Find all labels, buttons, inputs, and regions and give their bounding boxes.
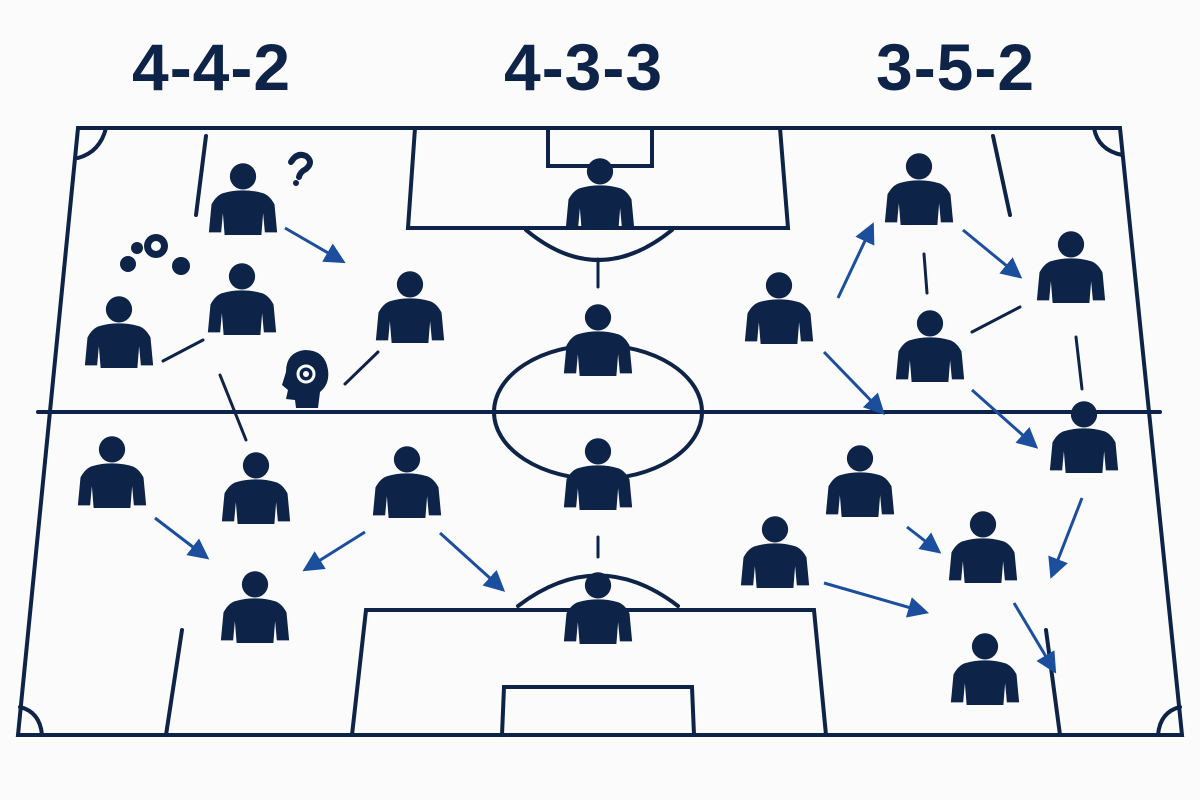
connector-line	[922, 252, 929, 295]
arrow	[962, 228, 1023, 279]
corner-arc-bottom-right	[1156, 705, 1182, 737]
corner-arc-top-left	[76, 126, 108, 160]
player-icon	[740, 516, 810, 588]
arrow	[154, 516, 210, 560]
pitch-boundary	[15, 126, 1185, 737]
player-icon	[77, 436, 147, 508]
arrow	[302, 530, 366, 572]
thinking-dots-icon	[120, 234, 190, 275]
player-icon	[1036, 231, 1106, 303]
player-icon	[884, 153, 954, 225]
player-icon	[221, 452, 291, 524]
connector-line	[218, 373, 248, 442]
bottom-goal-box	[500, 685, 696, 737]
player-icon	[825, 445, 895, 517]
player-icon	[950, 633, 1020, 705]
player-icon	[948, 511, 1018, 583]
formation-label-442: 4-4-2	[132, 30, 292, 104]
player-icon	[563, 572, 633, 644]
channel-line-bottom-left	[164, 628, 184, 737]
player-icon	[208, 163, 278, 235]
player-icon	[895, 310, 965, 382]
players-group	[77, 153, 1119, 705]
formation-label-433: 4-3-3	[504, 30, 664, 104]
channel-line-top-left	[194, 134, 208, 217]
player-icon	[744, 272, 814, 344]
arrow	[971, 388, 1039, 449]
formation-label-352: 3-5-2	[876, 30, 1036, 104]
arrow	[1048, 497, 1084, 579]
connector-line	[1074, 335, 1084, 391]
connector-line	[343, 350, 380, 386]
top-penalty-arc	[524, 228, 674, 262]
player-icon	[84, 296, 154, 368]
player-icon	[220, 571, 290, 643]
corner-arc-bottom-left	[18, 705, 44, 737]
player-icon	[563, 304, 633, 376]
question-icon	[288, 151, 313, 186]
arrow	[1012, 602, 1057, 674]
strategy-head-icon	[282, 350, 329, 408]
connector-line	[970, 305, 1022, 334]
channel-line-top-right	[991, 134, 1012, 217]
player-icon	[375, 271, 445, 343]
arrow	[284, 226, 346, 264]
connector-line	[161, 338, 205, 363]
arrow	[438, 531, 506, 592]
player-icon	[565, 158, 635, 230]
arrow	[906, 525, 942, 554]
player-icon	[207, 263, 277, 335]
arrow	[836, 222, 875, 299]
arrow	[822, 350, 885, 416]
player-icon	[563, 438, 633, 510]
arrow	[823, 581, 930, 618]
corner-arc-top-right	[1092, 126, 1124, 157]
channel-line-bottom-right	[1044, 628, 1062, 737]
player-icon	[372, 446, 442, 518]
